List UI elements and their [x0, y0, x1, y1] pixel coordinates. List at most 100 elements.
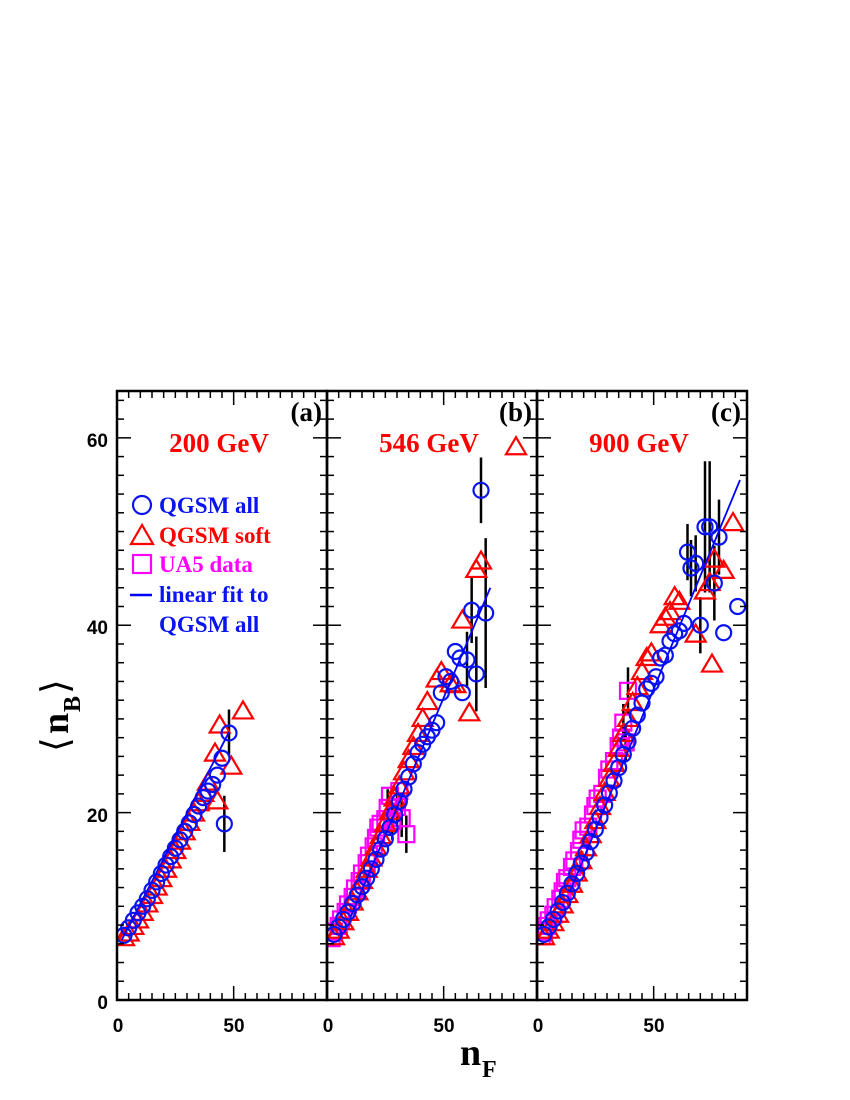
x-tick-c-50: 50: [643, 1016, 664, 1037]
x-tick-c-0: 0: [533, 1016, 544, 1037]
qgsm-all-point: [442, 672, 460, 691]
ua5-data-point: [614, 713, 633, 732]
y-axis-title-close-bracket: ⟩: [35, 679, 77, 694]
qgsm-soft-point: [406, 721, 430, 743]
qgsm-all-point: [339, 903, 357, 921]
qgsm-all-point: [204, 775, 222, 794]
qgsm-all-point: [558, 884, 576, 902]
qgsm-all-point: [157, 856, 175, 874]
qgsm-soft-point: [721, 510, 745, 532]
qgsm-soft-point: [429, 659, 454, 681]
linear-fit-line: [349, 587, 492, 918]
qgsm-soft-point: [653, 605, 678, 626]
legend-label-qgsm-all: QGSM all: [159, 493, 259, 518]
y-axis-title-main: n: [35, 713, 77, 734]
panel-b-energy-label: 546 GeV: [379, 428, 479, 458]
x-axis-title: n F: [460, 1032, 497, 1083]
x-axis-title-main: n: [460, 1032, 481, 1074]
panel-a-tag: (a): [291, 397, 322, 427]
qgsm-soft-point: [625, 674, 650, 696]
panel-a-energy-label: 200 GeV: [169, 428, 269, 458]
qgsm-all-point: [568, 864, 586, 883]
qgsm-all-point: [691, 616, 709, 634]
qgsm-all-point: [166, 839, 184, 857]
qgsm-soft-point: [634, 645, 659, 667]
legend-circle-icon: [131, 494, 153, 516]
qgsm-all-point: [572, 854, 590, 872]
qgsm-soft-point: [658, 599, 682, 621]
qgsm-soft-point: [205, 789, 230, 810]
y-axis-tick-labels: 60 40 20 0: [87, 431, 108, 1014]
qgsm-all-point: [213, 749, 231, 767]
qgsm-soft-point: [207, 713, 232, 734]
qgsm-all-point: [563, 875, 581, 893]
plot-panels: [117, 435, 747, 948]
qgsm-all-point: [432, 684, 450, 702]
qgsm-soft-point: [382, 786, 407, 807]
x-tick-a-0: 0: [113, 1016, 124, 1037]
panel-a: [117, 699, 255, 947]
qgsm-all-point: [148, 873, 166, 891]
panel-b-tag: (b): [499, 397, 532, 427]
qgsm-all-point: [372, 840, 390, 858]
qgsm-all-point: [549, 902, 567, 920]
qgsm-all-point: [678, 543, 697, 561]
qgsm-all-point: [701, 518, 719, 536]
qgsm-all-point: [152, 864, 170, 883]
y-tick-0: 0: [97, 993, 108, 1014]
legend-label-qgsm-soft: QGSM soft: [159, 523, 271, 548]
panel-c-tag: (c): [711, 397, 741, 427]
legend-label-fit-2: QGSM all: [159, 612, 259, 637]
qgsm-soft-point: [667, 589, 692, 610]
qgsm-all-point: [705, 574, 723, 592]
qgsm-all-point: [715, 624, 733, 642]
legend-label-fit: linear fit to: [159, 582, 268, 607]
qgsm-soft-point: [117, 925, 136, 947]
panel-frame-a: [115, 389, 329, 1002]
x-axis-tick-labels: 0 50 0 50 0 50: [113, 1016, 665, 1037]
qgsm-all-point: [554, 893, 572, 912]
qgsm-soft-point: [700, 652, 724, 673]
qgsm-all-point: [215, 815, 233, 833]
panel-frame-c: [535, 389, 749, 1002]
linear-fit-line: [120, 731, 230, 941]
qgsm-soft-point: [602, 751, 626, 772]
y-tick-20: 20: [87, 806, 108, 827]
y-axis-title-sub: B: [60, 696, 86, 712]
qgsm-all-point: [208, 766, 226, 784]
qgsm-all-point: [453, 684, 471, 702]
qgsm-all-point: [362, 860, 380, 878]
y-axis-title: ⟨ n B ⟩: [35, 679, 86, 752]
legend-triangle-icon: [129, 522, 155, 546]
qgsm-all-point: [544, 910, 562, 929]
y-axis-title-open-bracket: ⟨: [35, 737, 77, 752]
qgsm-soft-point: [457, 701, 482, 722]
qgsm-soft-point: [410, 706, 435, 728]
y-tick-60: 60: [87, 431, 108, 452]
x-tick-b-0: 0: [323, 1016, 334, 1037]
qgsm-all-point: [451, 649, 469, 667]
qgsm-all-point: [577, 844, 595, 862]
legend-square-icon: [131, 553, 153, 575]
panel-c: [537, 461, 747, 946]
qgsm-all-point: [376, 830, 394, 848]
qgsm-soft-point: [450, 608, 475, 629]
qgsm-soft-point: [711, 558, 736, 579]
qgsm-soft-point: [630, 659, 654, 681]
qgsm-soft-point: [662, 584, 687, 606]
qgsm-all-point: [367, 850, 385, 869]
qgsm-all-point: [467, 665, 485, 683]
qgsm-soft-point: [469, 549, 493, 570]
x-axis-title-sub: F: [482, 1057, 497, 1083]
qgsm-soft-point: [555, 882, 580, 904]
qgsm-all-point: [696, 518, 714, 536]
qgsm-soft-point: [702, 547, 727, 568]
qgsm-all-point: [358, 869, 376, 887]
y-tick-40: 40: [87, 618, 108, 639]
legend: QGSM all QGSM soft UA5 data linear fit t…: [129, 493, 271, 637]
ua5-data-point: [397, 825, 416, 844]
qgsm-soft-point: [415, 689, 440, 711]
qgsm-all-point: [162, 848, 180, 866]
legend-label-ua5: UA5 data: [159, 552, 253, 577]
